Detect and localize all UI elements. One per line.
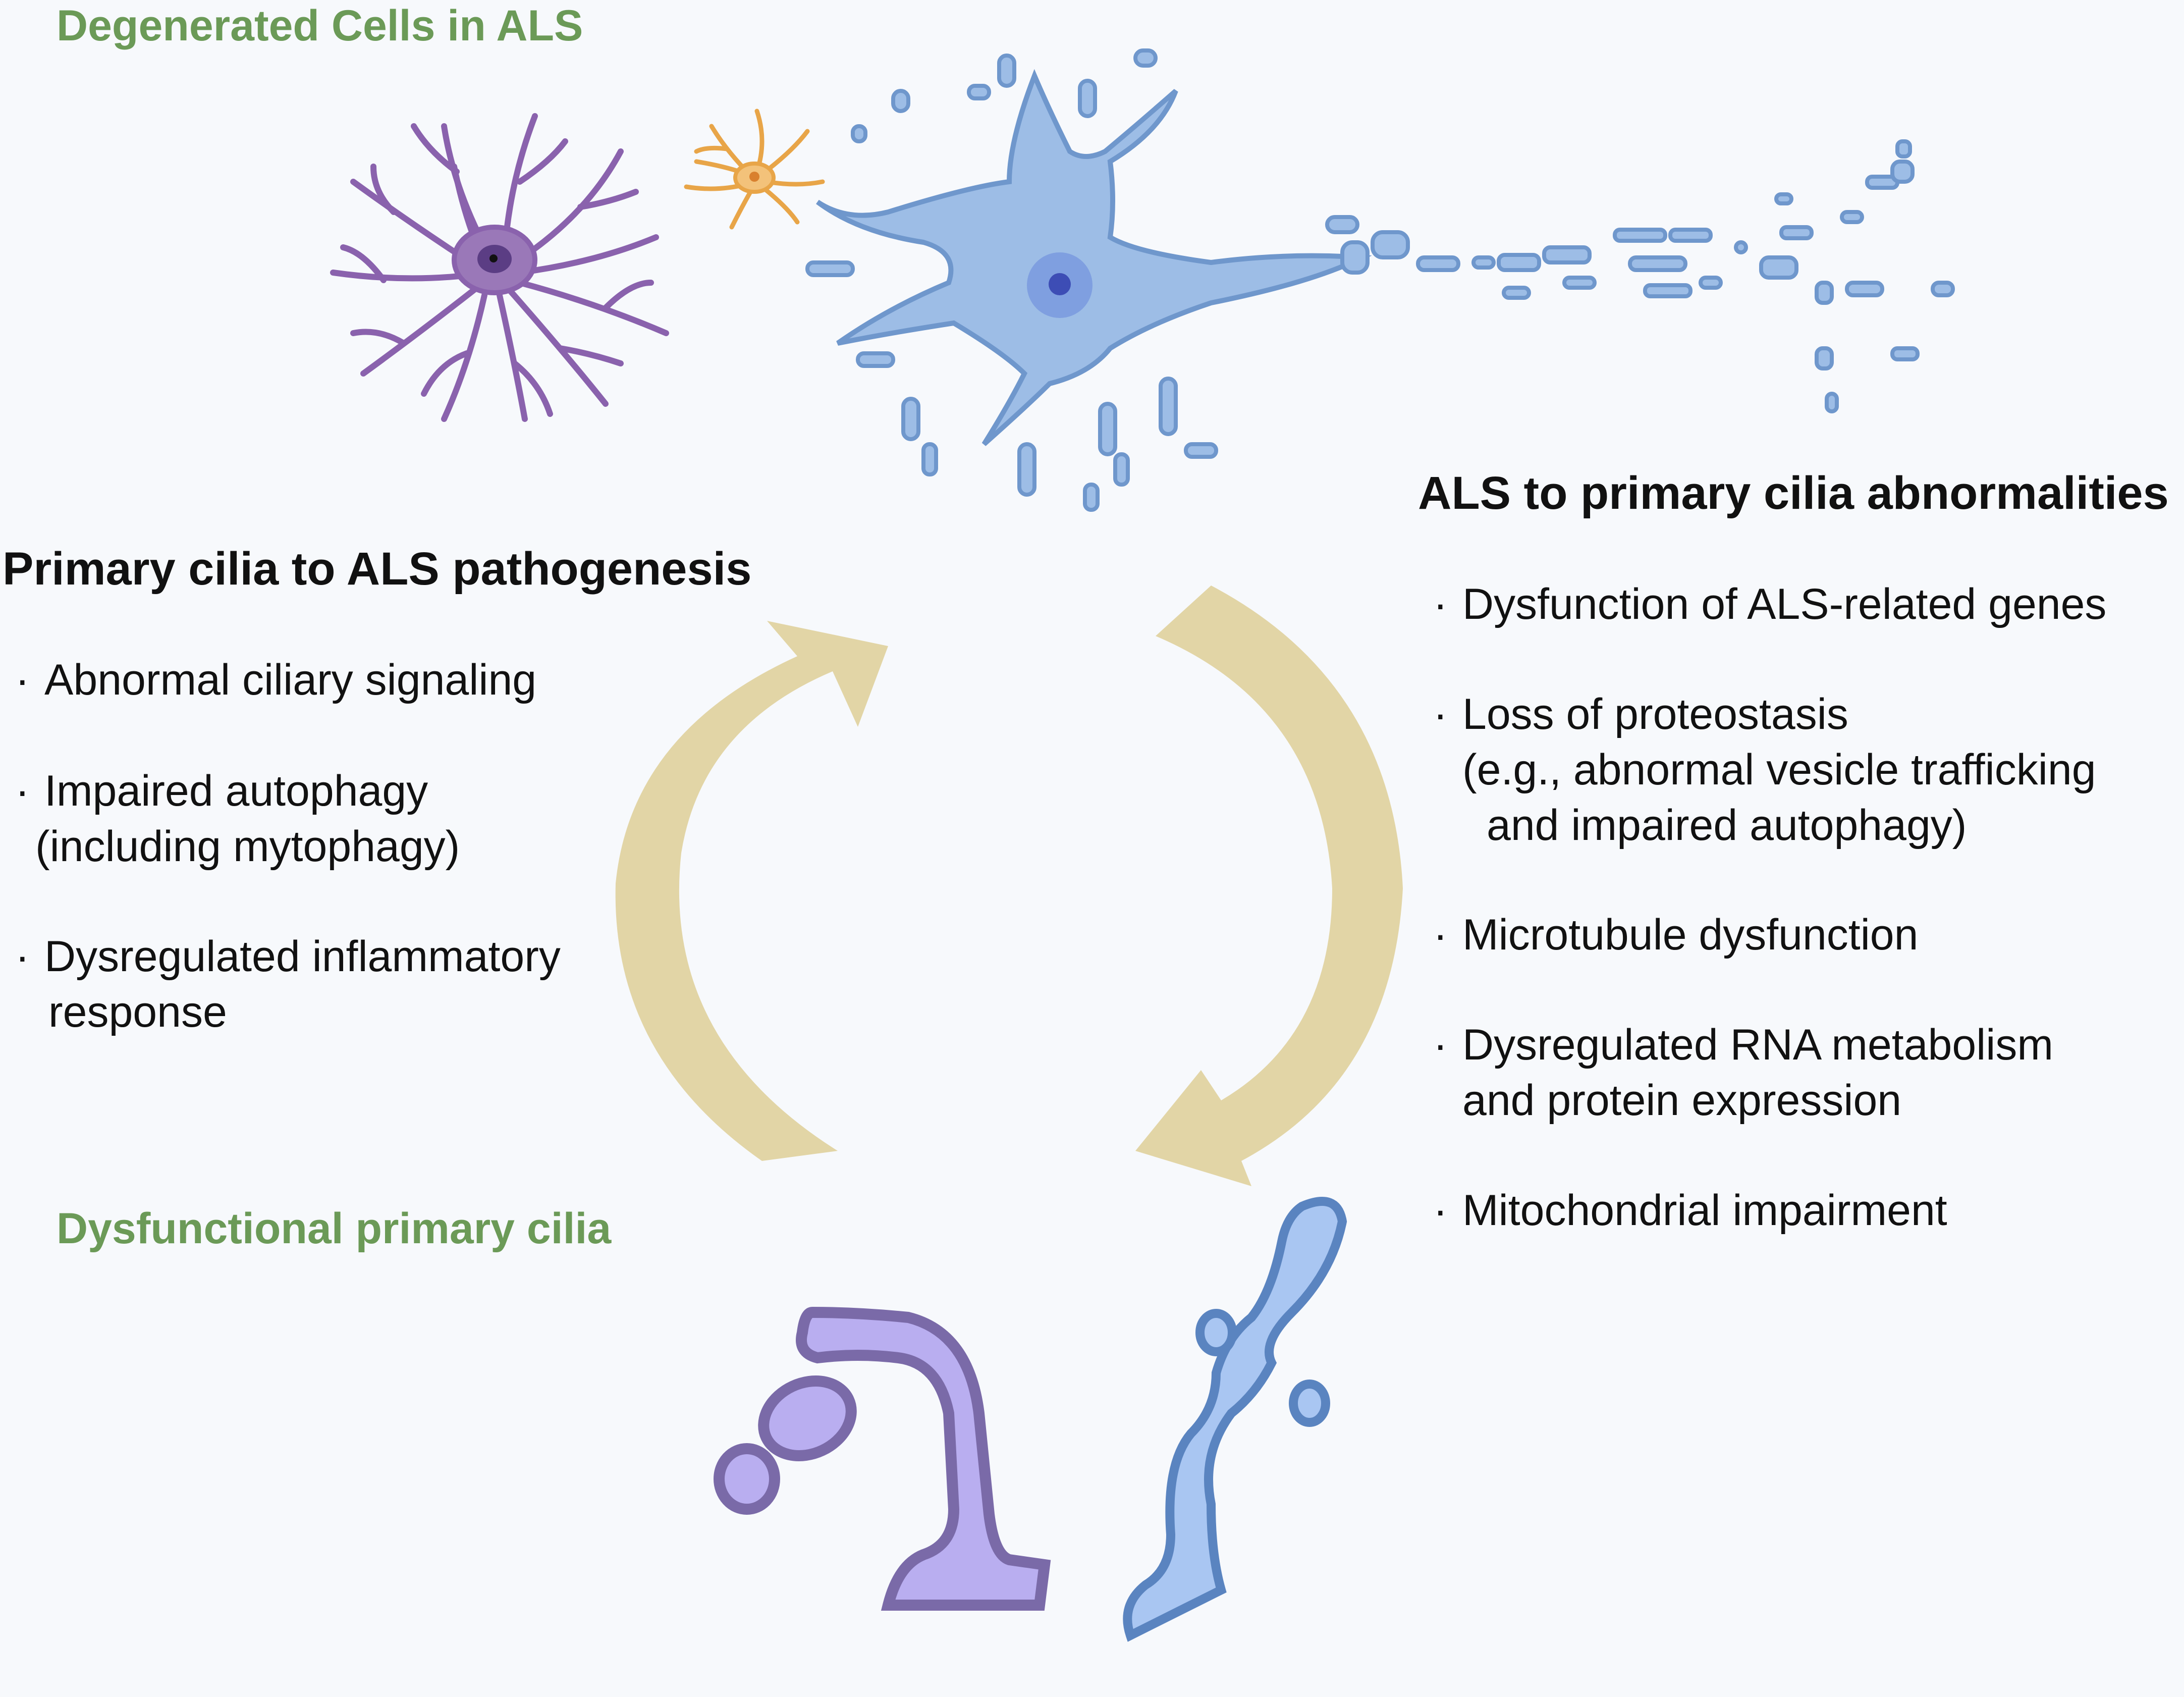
bullet-dot: · — [15, 767, 30, 815]
right-bullet-item: ·Microtubule dysfunction — [1433, 907, 1918, 963]
bullet-dot: · — [1433, 690, 1448, 738]
cycle-arrows — [615, 586, 1403, 1186]
bullet-dot: · — [1433, 1021, 1448, 1069]
left-bullet-item: ·Dysregulated inflammatory response — [15, 929, 561, 1040]
right-panel-heading: ALS to primary cilia abnormalities — [1418, 467, 2169, 519]
bullet-dot: · — [1433, 580, 1448, 628]
purple-cilium-illustration — [714, 1306, 1051, 1611]
right-bullet-item: ·Mitochondrial impairment — [1433, 1183, 1947, 1238]
dysfunctional-cilia-title: Dysfunctional primary cilia — [57, 1204, 612, 1253]
blue-cilium-illustration — [1123, 1197, 1347, 1642]
astrocyte-illustration — [330, 113, 669, 422]
left-bullet-item: ·Abnormal ciliary signaling — [15, 652, 536, 708]
bullet-dot: · — [1433, 1186, 1448, 1235]
right-bullet-item: ·Dysfunction of ALS-related genes — [1433, 576, 2106, 632]
arrow-right-downward — [1135, 586, 1403, 1186]
degenerating-neuron-illustration — [805, 48, 1955, 512]
right-bullet-item: ·Dysregulated RNA metabolism and protein… — [1433, 1017, 2053, 1128]
bullet-dot: · — [15, 656, 30, 704]
left-bullet-item: ·Impaired autophagy (including mytophagy… — [15, 763, 460, 874]
bullet-dot: · — [1433, 911, 1448, 959]
degenerated-cells-title: Degenerated Cells in ALS — [57, 2, 583, 50]
bullet-dot: · — [15, 932, 30, 981]
left-panel-heading: Primary cilia to ALS pathogenesis — [3, 543, 752, 595]
arrow-left-upward — [615, 621, 888, 1161]
right-bullet-item: ·Loss of proteostasis (e.g., abnormal ve… — [1433, 686, 2096, 853]
